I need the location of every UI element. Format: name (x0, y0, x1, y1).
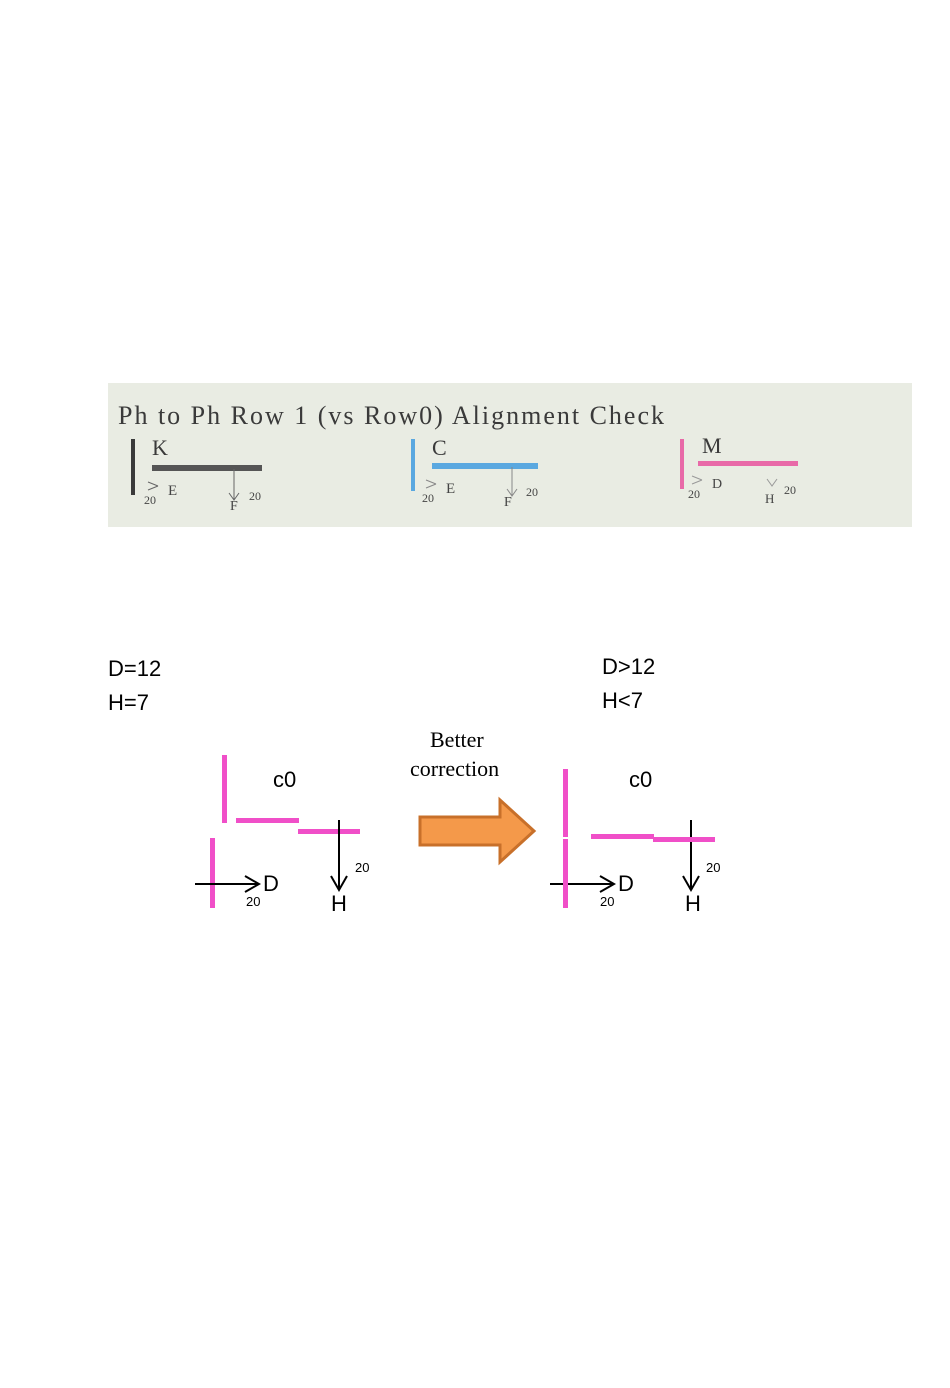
alignment-check-photo: Ph to Ph Row 1 (vs Row0) Alignment Check… (108, 383, 912, 527)
right-h-value: H<7 (602, 684, 643, 718)
left-d-value: D=12 (108, 652, 161, 686)
right-d-label: D (618, 871, 634, 897)
photo-arrows (108, 383, 912, 527)
left-lower-vertical-bar (210, 838, 215, 908)
right-horizontal-bar-2 (653, 837, 715, 842)
left-horizontal-bar-1 (236, 818, 299, 823)
left-d-offset: 20 (246, 894, 260, 909)
left-upper-vertical-bar (222, 755, 227, 823)
right-horizontal-bar-1 (591, 834, 654, 839)
right-h-offset: 20 (706, 860, 720, 875)
right-d-value: D>12 (602, 650, 655, 684)
arrow-label-line2: correction (410, 756, 499, 782)
left-h-offset: 20 (355, 860, 369, 875)
left-c0-label: c0 (273, 767, 296, 793)
right-d-offset: 20 (600, 894, 614, 909)
arrow-label-line1: Better (430, 727, 484, 753)
left-horizontal-bar-2 (298, 829, 360, 834)
left-h-value: H=7 (108, 686, 149, 720)
right-lower-vertical-bar (563, 839, 568, 908)
right-c0-label: c0 (629, 767, 652, 793)
right-h-label: H (685, 891, 701, 917)
left-h-label: H (331, 891, 347, 917)
left-d-label: D (263, 871, 279, 897)
right-upper-vertical-bar (563, 769, 568, 837)
